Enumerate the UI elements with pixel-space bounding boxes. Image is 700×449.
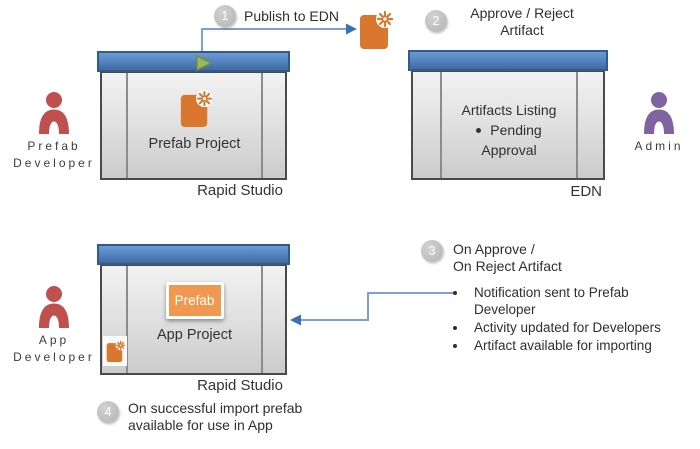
note-line: Notification sent to Prefab: [474, 285, 629, 300]
pending-approval-item: Pending: [462, 120, 557, 140]
actor-app-developer: App Developer: [8, 286, 100, 366]
window-titlebar: [408, 50, 608, 71]
actor-label: App Developer: [13, 333, 95, 364]
approval-label: Approval: [481, 142, 537, 158]
window-caption-edn: EDN: [570, 183, 602, 200]
actor-admin: Admin: [626, 92, 692, 155]
approve-connector: [301, 292, 456, 321]
imported-artifact-icon: [103, 336, 127, 366]
published-artifact-icon: [360, 10, 393, 49]
bullet-icon: [476, 127, 482, 133]
window-caption-rapid-studio-bottom: Rapid Studio: [197, 377, 283, 394]
publish-connector: [201, 28, 346, 51]
step-text-1: Publish to EDN: [244, 8, 339, 24]
window-rapid-studio-top: Prefab Project: [97, 51, 290, 180]
approve-arrowhead-icon: [290, 314, 301, 326]
step-text-2: Approve / Reject Artifact: [452, 5, 592, 39]
step-text-line: On successful import prefab: [128, 400, 303, 416]
step-number: 3: [428, 244, 436, 258]
step-text-line: On Approve /: [453, 241, 535, 257]
person-icon: [39, 92, 69, 134]
artifacts-listing-heading: Artifacts Listing: [461, 102, 557, 118]
pending-label: Pending: [490, 122, 542, 138]
notes-list: Notification sent to Prefab Developer Ac…: [452, 284, 692, 354]
window-edn: Artifacts Listing Pending Approval: [408, 50, 608, 180]
pane-divider: [126, 73, 128, 178]
note-line: Activity updated for Developers: [474, 320, 661, 335]
step-badge-3: 3: [421, 240, 443, 262]
window-titlebar: [97, 244, 290, 265]
step-text-line: available for use in App: [128, 417, 273, 433]
note-item: Activity updated for Developers: [468, 319, 679, 336]
new-artifact-icon: [180, 90, 212, 127]
step-number: 4: [104, 405, 112, 419]
step-text-3: On Approve / On Reject Artifact: [453, 241, 562, 275]
actor-label: Prefab Developer: [13, 139, 95, 170]
pane-divider: [126, 266, 128, 373]
note-item: Notification sent to Prefab Developer: [468, 284, 679, 318]
person-icon: [39, 286, 69, 328]
step-number: 1: [221, 9, 229, 23]
window-body: Artifacts Listing Pending Approval: [411, 71, 605, 180]
window-caption-rapid-studio-top: Rapid Studio: [197, 182, 283, 199]
step-badge-1: 1: [214, 5, 236, 27]
pane-divider: [440, 72, 442, 178]
step-number: 2: [432, 14, 440, 28]
actor-label: Admin: [634, 139, 684, 153]
project-title: App Project: [157, 327, 232, 343]
window-content: Prefab Project: [128, 73, 261, 178]
window-titlebar: [97, 51, 290, 72]
pane-divider: [261, 73, 263, 178]
window-body: Prefab Project: [100, 72, 287, 180]
window-body: Prefab App Project: [100, 265, 287, 375]
step-text-line: Artifact: [500, 22, 544, 38]
window-content: Artifacts Listing Pending Approval: [442, 72, 576, 178]
publish-arrowhead-icon: [346, 23, 357, 35]
pane-divider: [576, 72, 578, 178]
approval-notes: Notification sent to Prefab Developer Ac…: [452, 284, 692, 355]
step-text-line: On Reject Artifact: [453, 258, 562, 274]
pane-divider: [261, 266, 263, 373]
actor-prefab-developer: Prefab Developer: [8, 92, 100, 172]
window-content: Prefab App Project: [128, 266, 261, 373]
step-text-line: Approve / Reject: [470, 5, 574, 21]
window-rapid-studio-bottom: Prefab App Project: [97, 244, 290, 375]
artifacts-listing: Artifacts Listing Pending Approval: [462, 72, 557, 160]
note-line: Developer: [474, 302, 536, 317]
step-badge-2: 2: [425, 10, 447, 32]
step-text-4: On successful import prefab available fo…: [128, 400, 302, 434]
step-badge-4: 4: [97, 401, 119, 423]
person-icon: [644, 92, 674, 134]
play-icon: [195, 55, 213, 71]
note-item: Artifact available for importing: [468, 337, 679, 354]
prefab-chip: Prefab: [165, 282, 224, 319]
project-title: Prefab Project: [148, 136, 241, 152]
note-line: Artifact available for importing: [474, 338, 652, 353]
